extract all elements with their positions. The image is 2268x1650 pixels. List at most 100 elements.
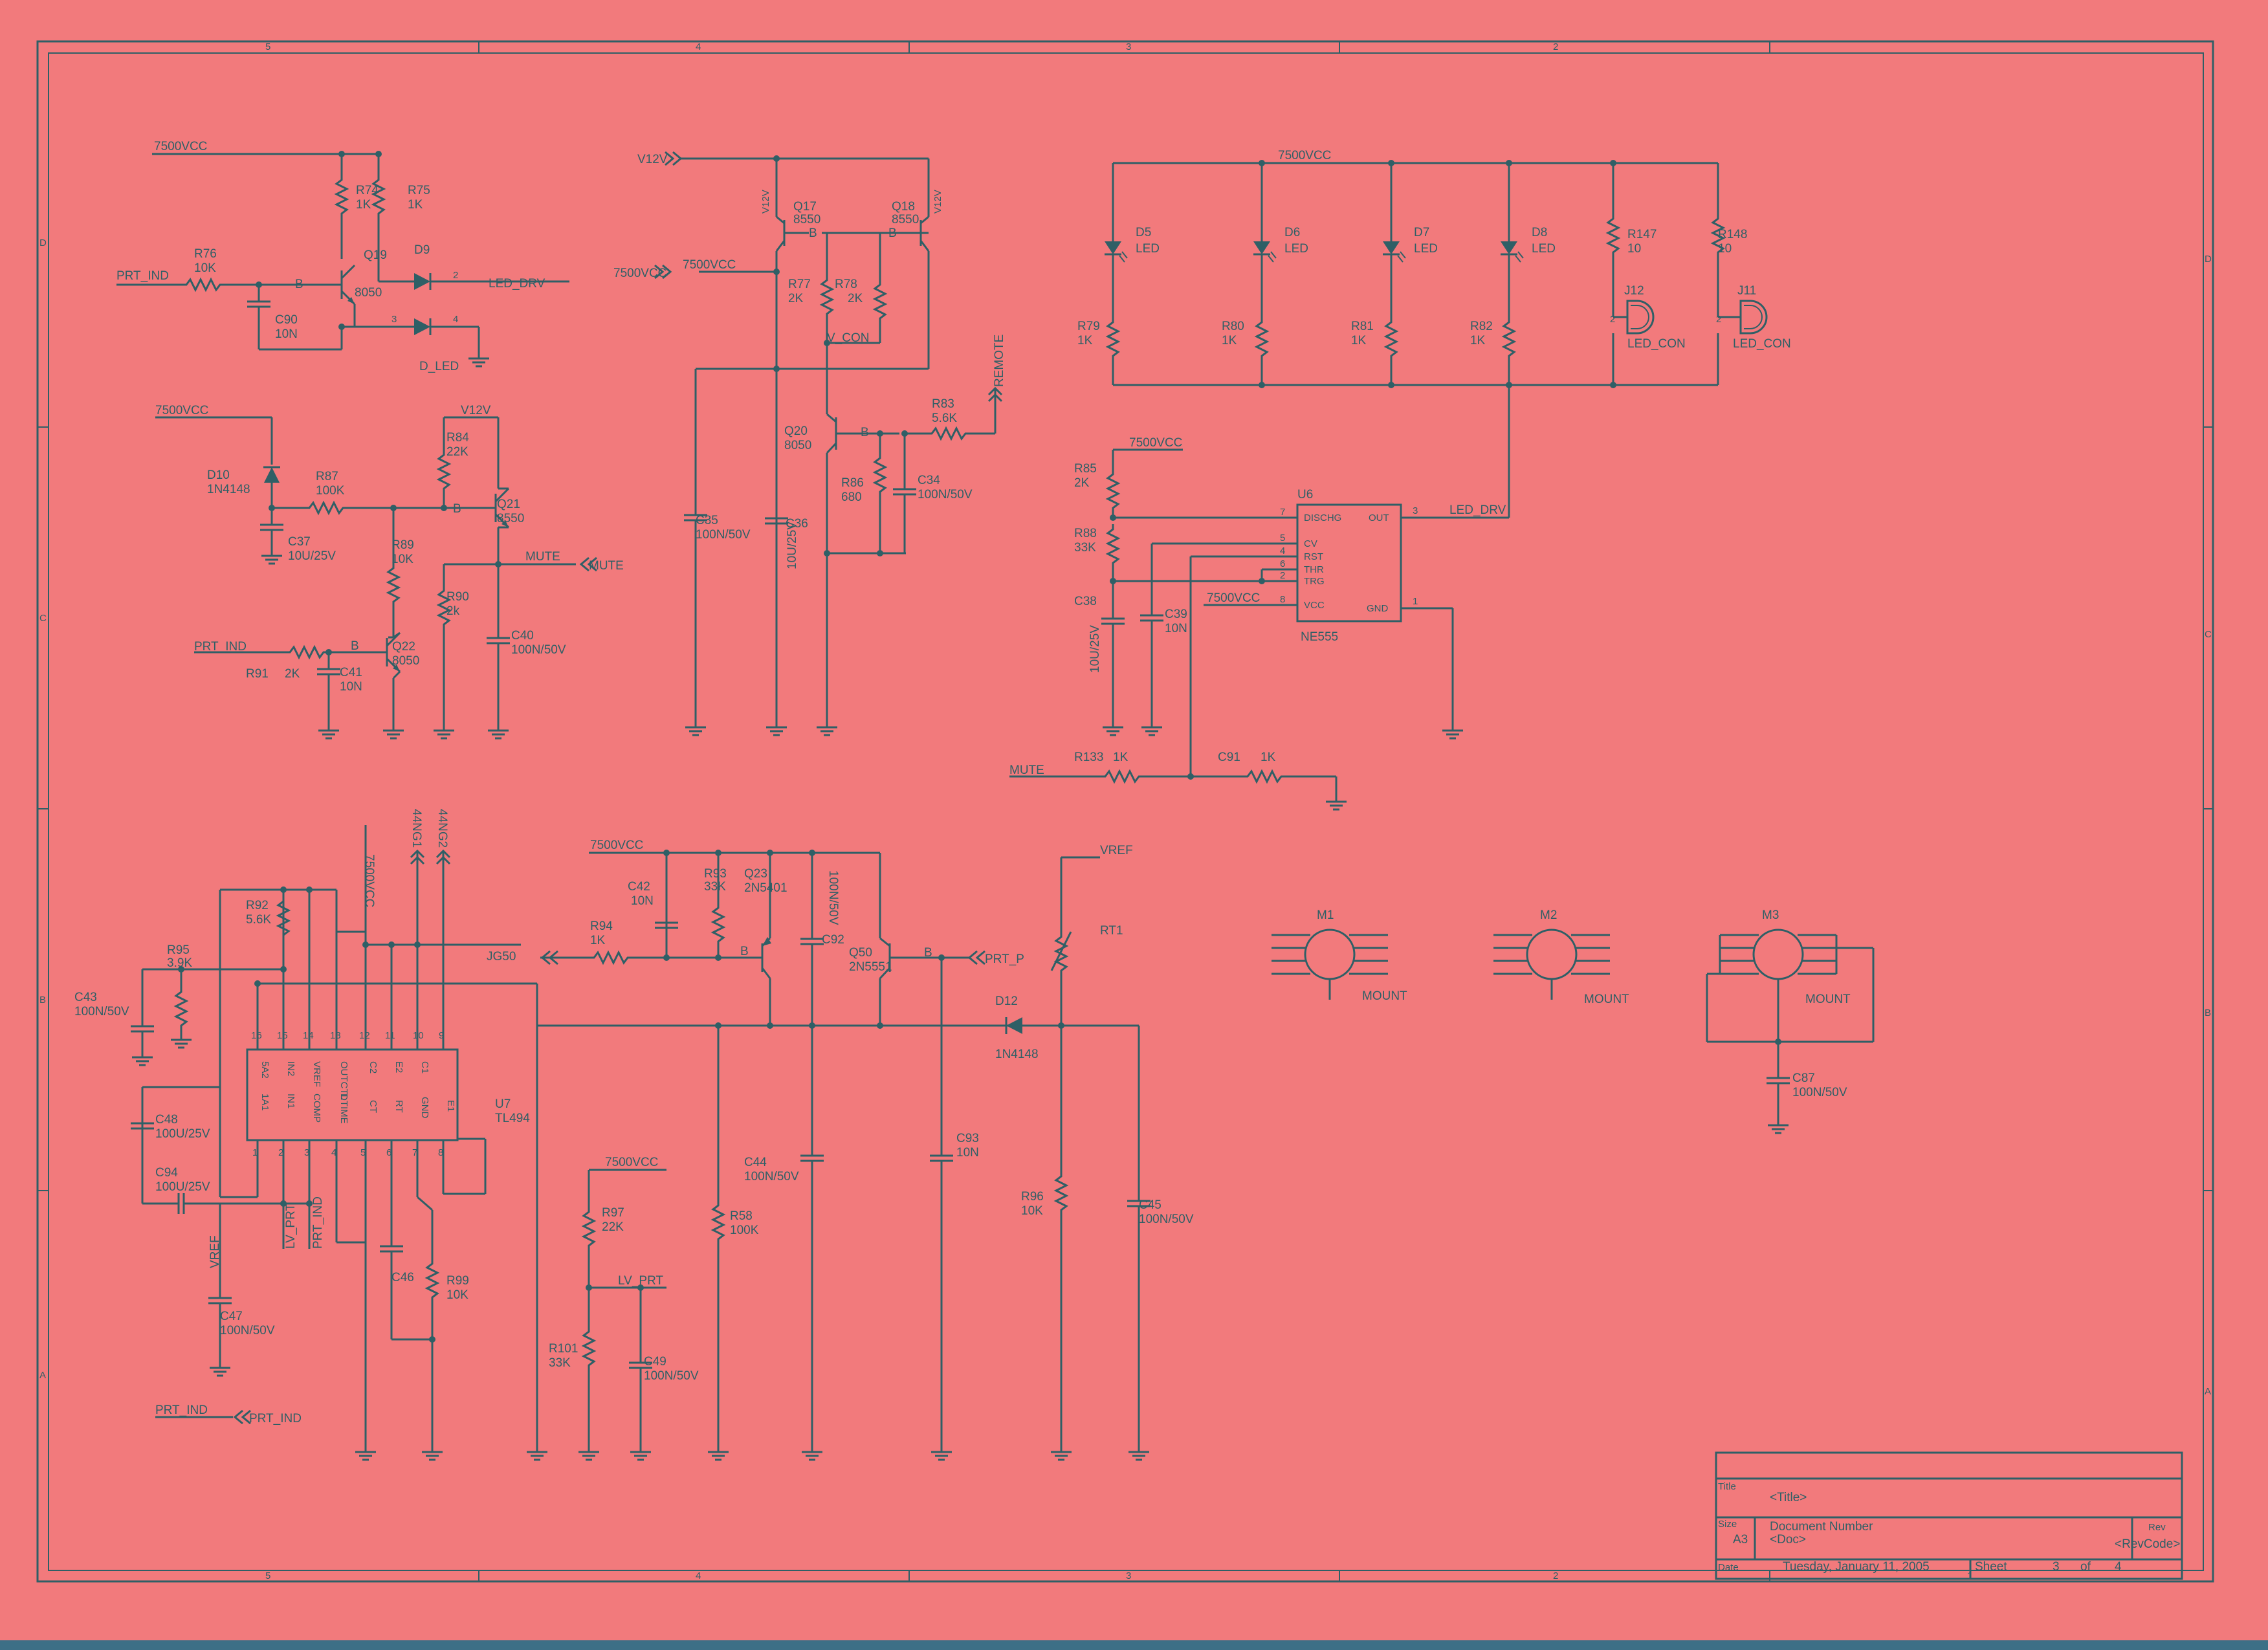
net-7500vcc-8: 7500VCC — [590, 839, 643, 852]
net-mute-2: MUTE — [1009, 764, 1044, 777]
date-value: Tuesday, January 11, 2005 — [1783, 1560, 1930, 1574]
r58-value: 100K — [730, 1224, 759, 1237]
zone-bottom-4: 2 — [1553, 1570, 1558, 1581]
c38-label: C38 — [1074, 595, 1097, 608]
zone-right-4: A — [2205, 1386, 2211, 1397]
q17-b-pin: B — [809, 226, 817, 240]
drawing-border: 5 4 3 2 5 4 3 2 1 D C B A D C B A — [36, 40, 2214, 1583]
r84-value: 22K — [446, 445, 468, 459]
svg-text:2: 2 — [1280, 570, 1285, 581]
svg-text:10: 10 — [413, 1030, 424, 1041]
u6-chip — [1296, 503, 1402, 622]
sheet-label: Sheet — [1975, 1560, 2007, 1574]
svg-text:1: 1 — [252, 1147, 258, 1158]
c36-label: C36 — [786, 517, 808, 531]
d8-label: D8 — [1532, 226, 1547, 239]
r77-label: R77 — [788, 278, 811, 291]
d9-pin4: 4 — [453, 314, 458, 325]
r76-value: 10K — [194, 261, 216, 275]
r81-label: R81 — [1351, 320, 1374, 333]
net-7500vcc-3: 7500VCC — [683, 258, 736, 272]
d7-value: LED — [1414, 242, 1438, 256]
zone-left-1: D — [39, 237, 47, 248]
tl494-pwm-circuit: U7 TL494 16 15 14 13 12 11 10 9 5A2 IN2 … — [74, 809, 1113, 1461]
r83-value: 5.6K — [932, 412, 957, 425]
r80-value: 1K — [1222, 334, 1237, 347]
c35-label: C35 — [696, 514, 718, 527]
svg-text:12: 12 — [359, 1030, 370, 1041]
r79-value: 1K — [1077, 334, 1093, 347]
net-prt-ind-2: PRT_IND — [194, 640, 247, 654]
net-v12-1: V12V — [461, 404, 491, 417]
svg-text:16: 16 — [251, 1030, 262, 1041]
r89-value: 10K — [391, 553, 413, 566]
q21-value: 8550 — [497, 512, 524, 525]
q17-value: 8550 — [793, 213, 820, 226]
svg-text:7: 7 — [412, 1147, 417, 1158]
q21-b-pin: B — [453, 502, 461, 516]
q22-value: 8050 — [392, 654, 419, 668]
zone-bottom-2: 4 — [696, 1570, 701, 1581]
svg-text:C1: C1 — [419, 1061, 430, 1073]
q22-b-pin: B — [351, 639, 359, 653]
c47-label: C47 — [220, 1310, 243, 1323]
svg-text:1: 1 — [1413, 596, 1418, 607]
r147-label: R147 — [1627, 228, 1657, 241]
zone-right-2: C — [2205, 629, 2212, 640]
c87-value: 100N/50V — [1792, 1086, 1847, 1099]
j11-label: J11 — [1737, 284, 1756, 298]
net-jg50-1: JG50 — [487, 950, 516, 963]
d12-label: D12 — [995, 995, 1018, 1008]
net-44ng1: 44NG1 — [410, 809, 423, 848]
net-remote: REMOTE — [993, 335, 1006, 387]
svg-text:6: 6 — [1280, 558, 1285, 569]
svg-text:3: 3 — [1413, 505, 1418, 516]
zone-left-4: A — [39, 1370, 46, 1381]
zone-bottom-3: 3 — [1126, 1570, 1131, 1581]
c44-value: 100N/50V — [744, 1170, 799, 1183]
svg-text:DTIME: DTIME — [338, 1094, 349, 1124]
protection-circuit: 7500VCC C42 10N R93 33K R94 1K B Q23 2N5… — [540, 839, 1194, 1461]
net-lv-prt-1: LV_PRT — [284, 1204, 298, 1249]
q18-value: 8550 — [892, 213, 919, 226]
mount-holes: M1 MOUNT M2 MOUNT M3 MOUNT C87 100N/50V — [1270, 908, 1875, 1134]
c34-value: 100N/50V — [918, 488, 973, 501]
c90-label: C90 — [275, 313, 298, 327]
r99-label: R99 — [446, 1274, 469, 1288]
docnum-label: Document Number — [1770, 1520, 1873, 1534]
zone-left-3: B — [39, 995, 46, 1006]
svg-text:IN2: IN2 — [285, 1061, 296, 1076]
r79-label: R79 — [1077, 320, 1100, 333]
rev-label: Rev — [2148, 1522, 2166, 1533]
c38-value: 10U/25V — [1088, 625, 1102, 673]
net-lv-prt-2: LV_PRT — [618, 1274, 663, 1288]
c93-value: 10N — [956, 1146, 979, 1160]
svg-text:2: 2 — [278, 1147, 283, 1158]
r92-label: R92 — [246, 899, 269, 912]
r87-value: 100K — [316, 484, 345, 498]
c42-label: C42 — [628, 880, 650, 894]
r93-label: R93 — [704, 867, 727, 881]
u6-pin-dischg: DISCHG — [1304, 512, 1341, 523]
u6-pin-thr: THR — [1304, 564, 1324, 575]
q17-v12-tag: V12V — [760, 190, 771, 214]
c39-label: C39 — [1165, 608, 1187, 621]
c94-value: 100U/25V — [155, 1180, 210, 1194]
q20-b-pin: B — [861, 426, 869, 439]
svg-text:13: 13 — [330, 1030, 341, 1041]
of-value: 4 — [2115, 1560, 2122, 1574]
net-7500vcc-4: 7500VCC — [1278, 149, 1331, 162]
r86-label: R86 — [841, 476, 864, 490]
c44-label: C44 — [744, 1156, 767, 1169]
r86-value: 680 — [841, 490, 862, 504]
u6-value: NE555 — [1301, 630, 1338, 644]
r94-label: R94 — [590, 919, 613, 933]
j11-value: LED_CON — [1733, 337, 1791, 351]
svg-text:C2: C2 — [368, 1061, 379, 1073]
q20-value: 8050 — [784, 439, 811, 452]
net-44ng2: 44NG2 — [435, 809, 449, 848]
c35-value: 100N/50V — [696, 528, 751, 542]
q22-label: Q22 — [392, 640, 415, 654]
d5-value: LED — [1136, 242, 1160, 256]
svg-text:OUTCTL: OUTCTL — [338, 1061, 349, 1100]
